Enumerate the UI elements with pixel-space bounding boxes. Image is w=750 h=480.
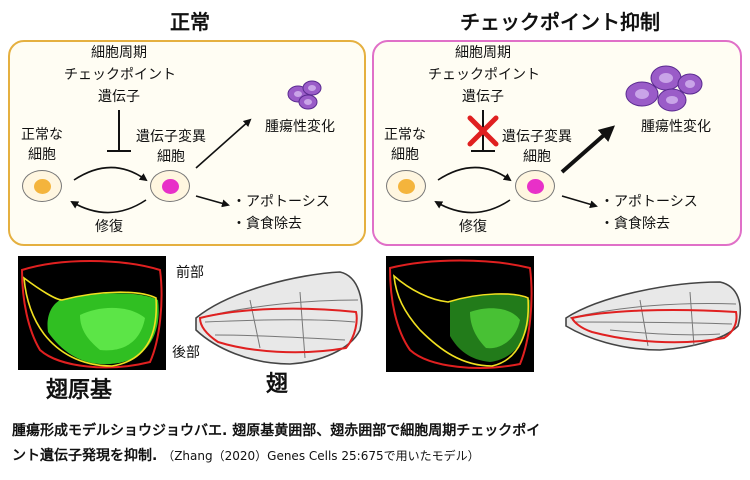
right-panel-title: チェックポイント抑制 (460, 10, 660, 34)
left-fate-phagocytosis: ・貪食除去 (232, 216, 302, 232)
wing-disc-yellow-outline-right (393, 274, 530, 367)
wing-disc-yellow-outline-left (23, 276, 158, 367)
left-tumor-arrow (195, 118, 252, 169)
wing-photo-left (195, 271, 363, 365)
wing-disc-red-outline-right (388, 259, 533, 369)
right-gene-label-line1: 細胞周期 (455, 45, 511, 61)
wing-photo-right (565, 281, 742, 351)
wing-label: 翅 (266, 372, 289, 397)
right-normal-cell (386, 170, 426, 202)
right-mutant-cell-label-1: 遺伝子変異 (502, 129, 572, 145)
left-apoptosis-arrow (195, 195, 230, 208)
right-normal-cell-label-2: 細胞 (391, 147, 419, 163)
left-normal-cell-label-1: 正常な (21, 127, 63, 143)
left-panel-title: 正常 (170, 10, 210, 34)
left-repair-arrow (70, 199, 147, 214)
right-tumor-label: 腫瘍性変化 (641, 119, 711, 135)
right-repair-label: 修復 (459, 219, 487, 235)
left-mutant-cell-label-1: 遺伝子変異 (136, 129, 206, 145)
right-tumor-arrow-bold (560, 125, 616, 174)
mutant-nucleus (527, 179, 544, 194)
right-mutant-cell-label-2: 細胞 (523, 149, 551, 165)
inhibit-x-mark (467, 115, 499, 147)
wing-disc-red-outline-left (20, 260, 163, 369)
right-tumor-cells (625, 65, 703, 112)
wing-red-outline-left (198, 307, 358, 354)
right-gene-label-line3: 遺伝子 (462, 89, 504, 105)
left-panel-normal (8, 40, 366, 246)
wing-disc-label: 翅原基 (46, 378, 113, 403)
figure-caption-line2: ント遺伝子発現を抑制. （Zhang（2020）Genes Cells 25:6… (12, 445, 480, 465)
posterior-label: 後部 (172, 345, 200, 361)
left-fate-apoptosis: ・アポトーシス (232, 194, 330, 210)
left-normal-cell-label-2: 細胞 (28, 147, 56, 163)
left-mutant-cell-label-2: 細胞 (157, 149, 185, 165)
left-gene-label-line3: 遺伝子 (98, 89, 140, 105)
normal-nucleus (398, 179, 415, 194)
right-fate-apoptosis: ・アポトーシス (600, 194, 698, 210)
left-gene-label-line2: チェックポイント (64, 67, 176, 83)
figure-citation: （Zhang（2020）Genes Cells 25:675で用いたモデル） (162, 449, 480, 463)
wing-red-outline-right (570, 309, 738, 344)
right-fate-phagocytosis: ・貪食除去 (600, 216, 670, 232)
left-tumor-cells (287, 80, 322, 110)
right-mutant-cell (515, 170, 555, 202)
left-gene-label-line1: 細胞周期 (91, 45, 147, 61)
normal-nucleus (34, 179, 51, 194)
left-mutant-cell (150, 170, 190, 202)
right-gene-label-line2: チェックポイント (428, 67, 540, 83)
figure-caption-line1: 腫瘍形成モデルショウジョウバエ. 翅原基黄囲部、翅赤囲部で細胞周期チェックポイ (12, 423, 541, 439)
left-repair-label: 修復 (95, 219, 123, 235)
right-mutation-arrow (437, 166, 512, 182)
anterior-label: 前部 (176, 265, 204, 281)
figure-caption-line2-text: ント遺伝子発現を抑制. (12, 448, 158, 464)
mutant-nucleus (162, 179, 179, 194)
left-normal-cell (22, 170, 62, 202)
left-tumor-label: 腫瘍性変化 (265, 119, 335, 135)
right-apoptosis-arrow (561, 195, 598, 209)
right-repair-arrow (434, 199, 511, 214)
left-mutation-arrow (73, 166, 148, 182)
right-normal-cell-label-1: 正常な (384, 127, 426, 143)
